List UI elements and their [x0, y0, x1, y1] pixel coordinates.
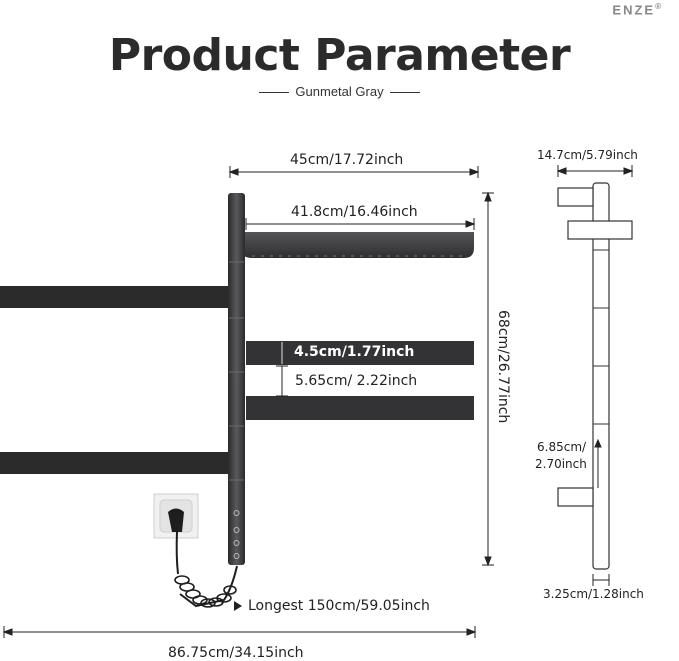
page-title: Product Parameter [108, 30, 571, 81]
towel-bar-upper [246, 341, 474, 365]
side-view [557, 182, 633, 570]
color-name: Gunmetal Gray [295, 84, 384, 99]
top-shelf [240, 232, 474, 258]
side-bar-lower [557, 487, 594, 507]
pole-width-label: 3.25cm/1.28inch [543, 587, 644, 601]
towel-bar-lower [246, 396, 474, 420]
bar-gap-label: 5.65cm/ 2.22inch [295, 373, 418, 389]
span-width-label: 86.75cm/34.15inch [168, 645, 304, 661]
plug-icon [168, 508, 184, 532]
cord-length-label: Longest 150cm/59.05inch [248, 598, 430, 614]
side-bar-upper [567, 220, 633, 240]
swing-arm-lower [0, 452, 232, 474]
side-depth-label: 14.7cm/5.79inch [537, 148, 638, 162]
brand-text: ENZE [612, 2, 656, 18]
side-spacing-label-1: 6.85cm/ [537, 440, 587, 454]
subtitle-row: Gunmetal Gray [0, 84, 679, 99]
shelf-width-label: 41.8cm/16.46inch [291, 204, 418, 220]
total-width-label: 45cm/17.72inch [290, 152, 404, 168]
total-height-label: 68cm/26.77inch [495, 310, 511, 424]
side-pole [592, 182, 610, 570]
side-spacing-label-2: 2.70inch [535, 457, 587, 471]
power-cord [175, 531, 238, 608]
side-shelf [557, 187, 594, 207]
brand-logo: ENZE® [612, 2, 663, 18]
main-pole [228, 193, 245, 565]
swing-arm-upper [0, 286, 232, 308]
bar-height-label: 4.5cm/1.77inch [294, 344, 415, 360]
